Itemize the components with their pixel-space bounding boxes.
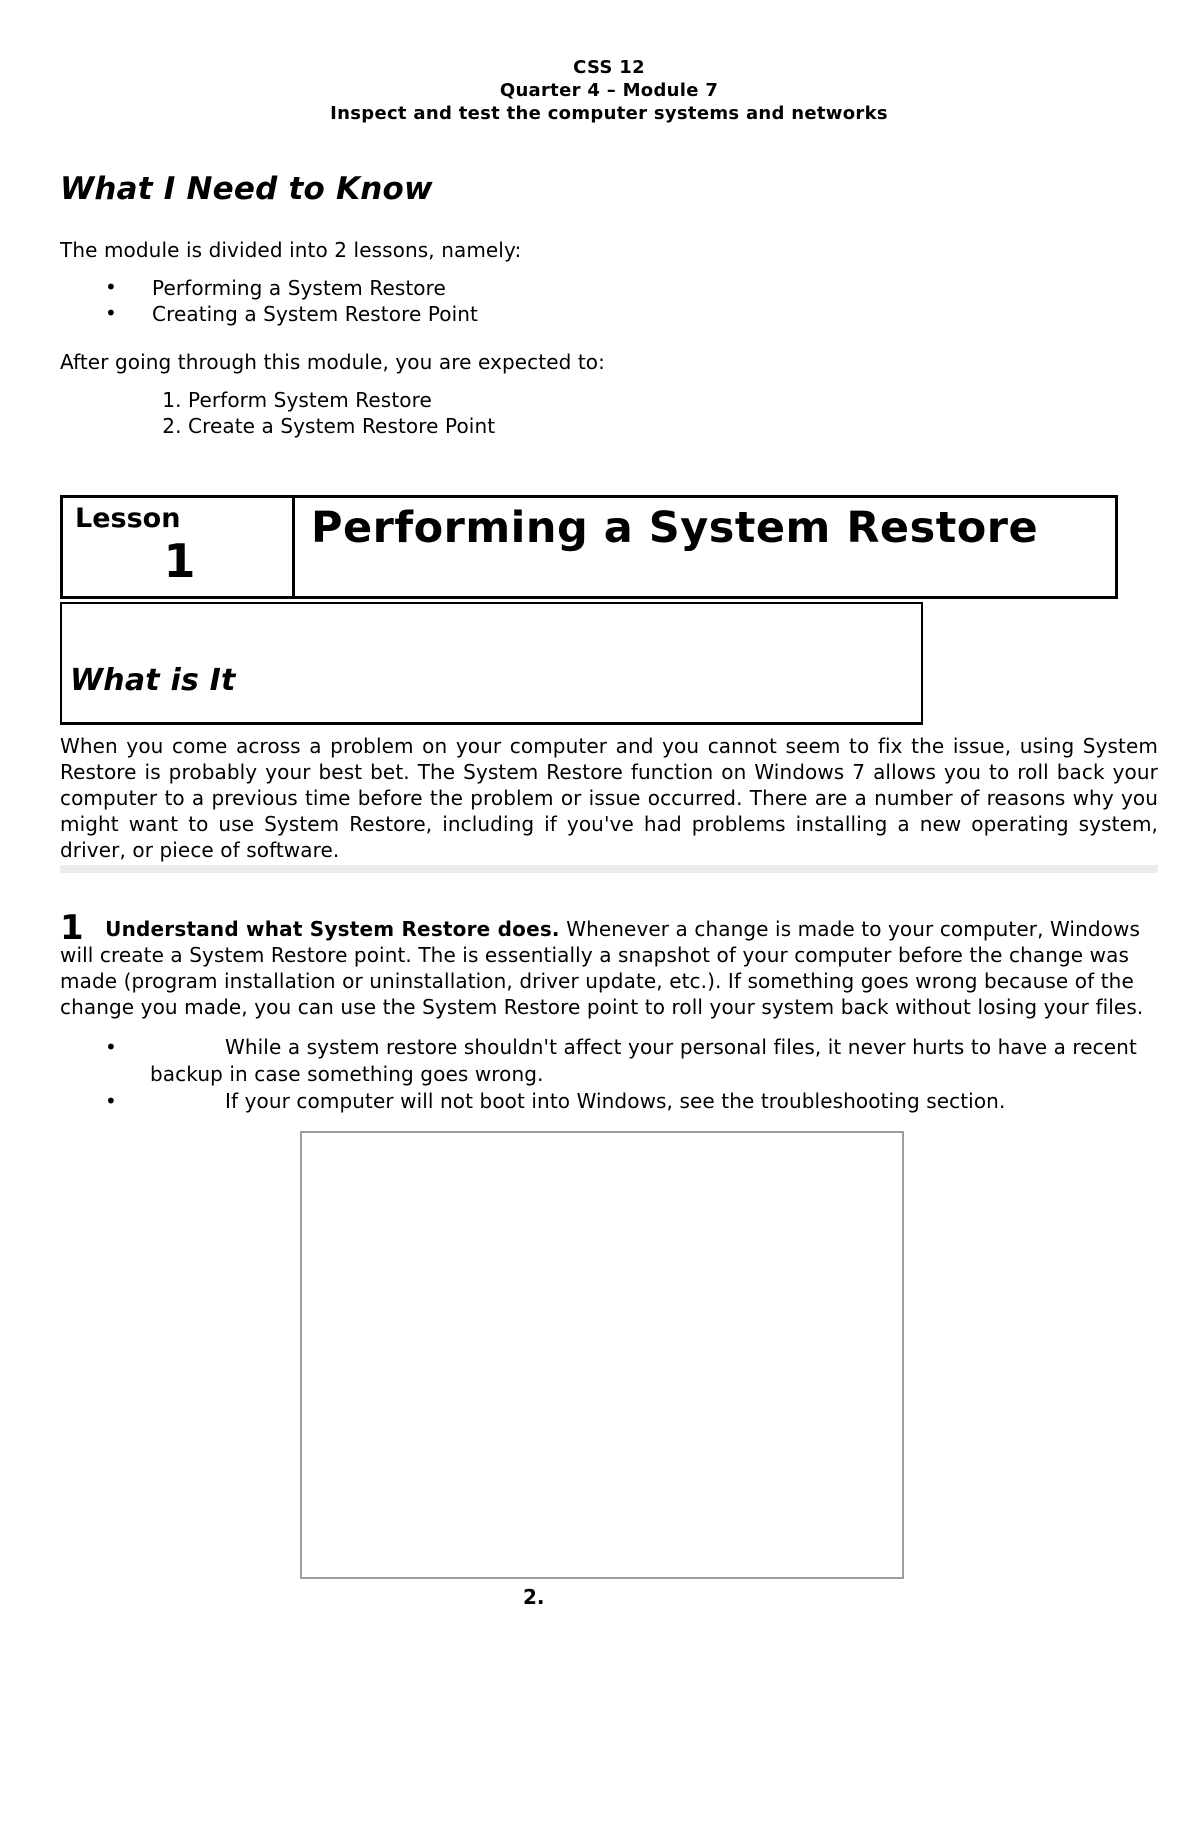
objective-label: Create a System Restore Point: [188, 414, 496, 438]
lessons-list: • Performing a System Restore • Creating…: [60, 275, 1158, 327]
objective-label: Perform System Restore: [188, 388, 432, 412]
what-is-it-paragraph: When you come across a problem on your c…: [60, 734, 1158, 862]
list-item: • Creating a System Restore Point: [60, 301, 1158, 327]
header-module: Quarter 4 – Module 7: [499, 80, 719, 101]
bullet-icon: •: [105, 1035, 117, 1059]
step-title: Understand what System Restore does.: [105, 917, 560, 941]
figure-placeholder: [300, 1131, 904, 1579]
page-content: CSS 12 Quarter 4 – Module 7 Inspect and …: [0, 0, 1200, 1610]
highlight-bar: [60, 865, 1158, 873]
list-item: Perform System Restore: [188, 387, 1158, 413]
header-title: Inspect and test the computer systems an…: [330, 103, 888, 124]
step-1-paragraph: 1 Understand what System Restore does. W…: [60, 911, 1158, 1020]
figure-caption: 2.: [523, 1585, 545, 1609]
lesson-label: Lesson: [75, 503, 181, 534]
section-heading-what-i-need-to-know: What I Need to Know: [60, 171, 433, 207]
lessons-lead-text: The module is divided into 2 lessons, na…: [60, 238, 522, 262]
lesson-title: Performing a System Restore: [311, 503, 1039, 553]
step-notes-list: • While a system restore shouldn't affec…: [60, 1034, 1158, 1115]
bullet-icon: •: [105, 1089, 117, 1113]
step-number: 1: [60, 908, 85, 948]
lesson-banner: Lesson 1 Performing a System Restore: [60, 495, 1118, 599]
list-item: • If your computer will not boot into Wi…: [60, 1088, 1158, 1115]
expectation-lead-text: After going through this module, you are…: [60, 350, 605, 374]
step-body-text: Whenever a change is made to your comput…: [60, 917, 1144, 1019]
what-is-it-box: What is It: [60, 602, 923, 725]
bullet-icon: •: [105, 275, 117, 299]
header-course: CSS 12: [573, 57, 645, 78]
section-heading-what-is-it: What is It: [70, 663, 236, 698]
lesson-item-label: Creating a System Restore Point: [152, 302, 478, 326]
lesson-item-label: Performing a System Restore: [152, 276, 446, 300]
note-text: While a system restore shouldn't affect …: [150, 1035, 1137, 1086]
lesson-title-cell: Performing a System Restore: [295, 498, 1115, 596]
lesson-number-cell: Lesson 1: [63, 498, 295, 596]
list-item: • While a system restore shouldn't affec…: [60, 1034, 1158, 1088]
objectives-list: Perform System Restore Create a System R…: [60, 387, 1158, 439]
lesson-number: 1: [163, 534, 196, 588]
note-text: If your computer will not boot into Wind…: [225, 1089, 1006, 1113]
document-header: CSS 12 Quarter 4 – Module 7 Inspect and …: [60, 0, 1158, 125]
list-item: Create a System Restore Point: [188, 413, 1158, 439]
bullet-icon: •: [105, 301, 117, 325]
list-item: • Performing a System Restore: [60, 275, 1158, 301]
